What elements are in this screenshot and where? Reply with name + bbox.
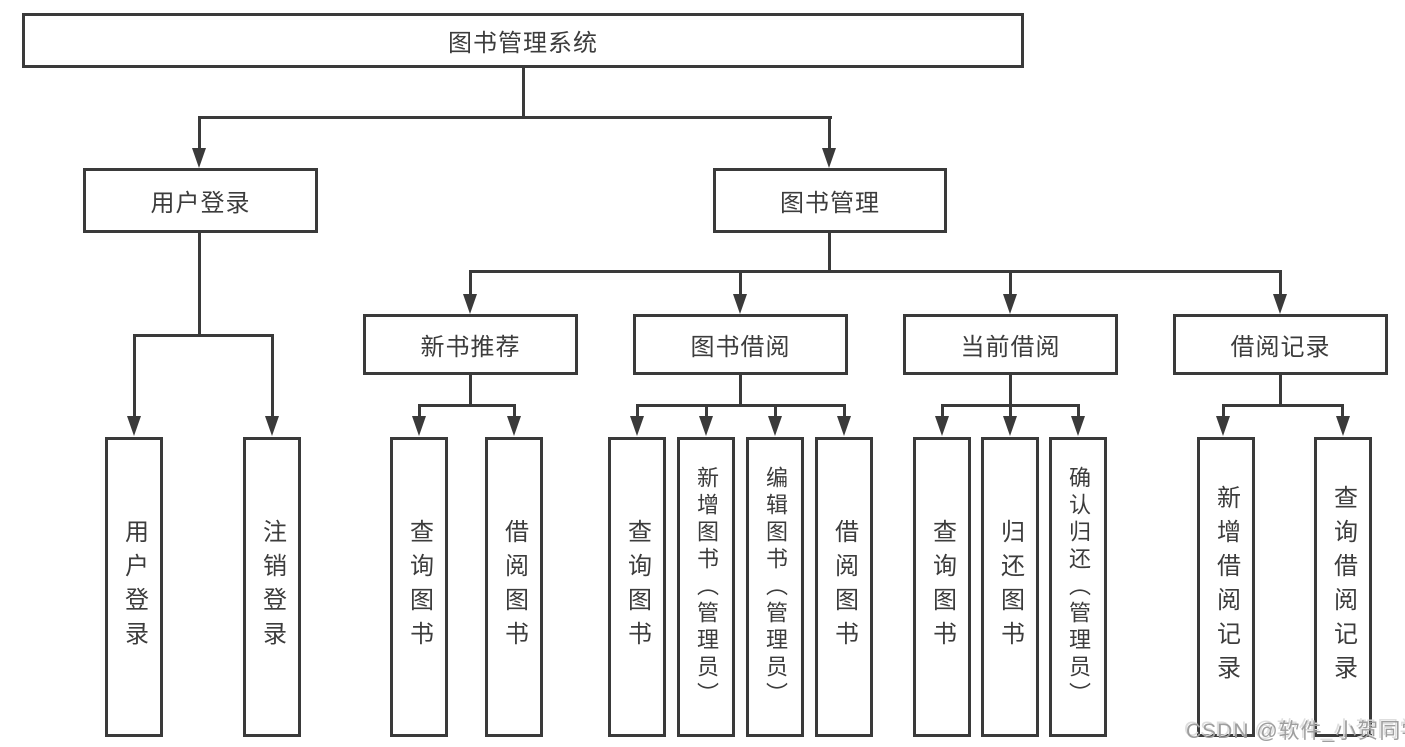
connector-vline	[418, 404, 421, 418]
arrow-down-icon	[837, 416, 851, 436]
node-user-login: 用户登录	[83, 168, 318, 233]
node-label: 借阅图书	[500, 519, 528, 655]
node-label: 用户登录	[120, 519, 148, 655]
node-label: 新增借阅记录	[1212, 485, 1240, 689]
leaf-confirm-return-admin: 确认归还（管理员）	[1049, 437, 1107, 737]
connector-hline	[469, 270, 1282, 273]
node-label: 查询图书	[405, 519, 433, 655]
connector-vline	[705, 404, 708, 418]
arrow-down-icon	[463, 294, 477, 314]
node-label: 注销登录	[258, 519, 286, 655]
connector-vline	[1009, 404, 1012, 418]
leaf-query-books: 查询图书	[390, 437, 448, 737]
leaf-query-books: 查询图书	[608, 437, 666, 737]
connector-vline	[739, 375, 742, 407]
arrow-down-icon	[822, 148, 836, 168]
node-label: 借阅记录	[1230, 334, 1331, 361]
connector-hline	[1222, 404, 1344, 407]
arrow-down-icon	[1216, 416, 1230, 436]
node-label: 新书推荐	[420, 334, 521, 361]
node-label: 图书管理	[780, 190, 880, 217]
connector-vline	[828, 116, 831, 150]
connector-vline	[513, 404, 516, 418]
connector-vline	[941, 404, 944, 418]
arrow-down-icon	[699, 416, 713, 436]
node-label: 图书管理系统	[448, 30, 598, 57]
leaf-query-books: 查询图书	[913, 437, 971, 737]
connector-vline	[271, 334, 274, 418]
leaf-add-borrowing-record: 新增借阅记录	[1197, 437, 1255, 737]
connector-vline	[843, 404, 846, 418]
connector-vline	[739, 270, 742, 296]
arrow-down-icon	[768, 416, 782, 436]
node-label: 借阅图书	[830, 519, 858, 655]
connector-vline	[636, 404, 639, 418]
connector-vline	[774, 404, 777, 418]
connector-vline	[1009, 270, 1012, 296]
node-current-borrowing: 当前借阅	[903, 314, 1118, 375]
leaf-borrow-books: 借阅图书	[815, 437, 873, 737]
arrow-down-icon	[1003, 416, 1017, 436]
node-label: 编辑图书（管理员）	[763, 465, 788, 709]
connector-hline	[198, 116, 832, 119]
connector-vline	[1279, 375, 1282, 407]
arrow-down-icon	[507, 416, 521, 436]
node-label: 用户登录	[150, 190, 251, 217]
connector-vline	[1341, 404, 1344, 418]
node-borrowing-records: 借阅记录	[1173, 314, 1388, 375]
connector-vline	[469, 270, 472, 296]
arrow-down-icon	[733, 294, 747, 314]
leaf-borrow-books: 借阅图书	[485, 437, 543, 737]
arrow-down-icon	[192, 148, 206, 168]
connector-hline	[418, 404, 516, 407]
arrow-down-icon	[1071, 416, 1085, 436]
arrow-down-icon	[127, 416, 141, 436]
connector-hline	[636, 404, 845, 407]
node-label: 图书借阅	[690, 334, 791, 361]
connector-vline	[198, 233, 201, 337]
leaf-return-books: 归还图书	[981, 437, 1039, 737]
arrow-down-icon	[630, 416, 644, 436]
leaf-edit-books-admin: 编辑图书（管理员）	[746, 437, 804, 737]
connector-vline	[469, 375, 472, 407]
arrow-down-icon	[1003, 294, 1017, 314]
arrow-down-icon	[412, 416, 426, 436]
watermark: CSDN @软件_小贺同学	[1186, 720, 1405, 743]
node-library-management-system: 图书管理系统	[22, 13, 1024, 68]
node-label: 查询借阅记录	[1329, 485, 1357, 689]
node-label: 新增图书（管理员）	[694, 465, 719, 709]
node-label: 查询图书	[623, 519, 651, 655]
connector-vline	[133, 334, 136, 418]
connector-vline	[1077, 404, 1080, 418]
node-label: 确认归还（管理员）	[1066, 465, 1091, 709]
leaf-logout-login: 注销登录	[243, 437, 301, 737]
connector-vline	[198, 116, 201, 150]
connector-vline	[1009, 375, 1012, 407]
leaf-query-borrowing-record: 查询借阅记录	[1314, 437, 1372, 737]
connector-vline	[1222, 404, 1225, 418]
node-book-borrowing: 图书借阅	[633, 314, 848, 375]
connector-vline	[828, 233, 831, 273]
arrow-down-icon	[935, 416, 949, 436]
node-new-book-recommendation: 新书推荐	[363, 314, 578, 375]
leaf-user-login: 用户登录	[105, 437, 163, 737]
arrow-down-icon	[1273, 294, 1287, 314]
arrow-down-icon	[265, 416, 279, 436]
leaf-add-books-admin: 新增图书（管理员）	[677, 437, 735, 737]
connector-hline	[133, 334, 274, 337]
node-label: 查询图书	[928, 519, 956, 655]
connector-vline	[1279, 270, 1282, 296]
node-book-management: 图书管理	[713, 168, 947, 233]
node-label: 归还图书	[996, 519, 1024, 655]
connector-vline	[522, 68, 525, 116]
arrow-down-icon	[1336, 416, 1350, 436]
node-label: 当前借阅	[960, 334, 1061, 361]
